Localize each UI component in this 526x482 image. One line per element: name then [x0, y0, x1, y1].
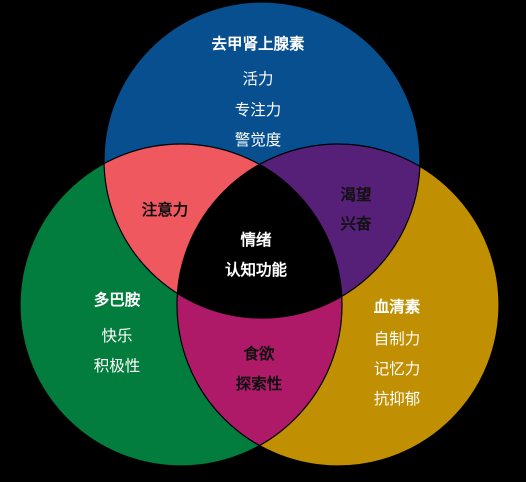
serotonin-item-antidepression: 抗抑郁	[374, 390, 421, 408]
serotonin-item-self-control: 自制力	[374, 330, 421, 348]
dopamine-title: 多巴胺	[94, 290, 141, 309]
overlap-center-label-1: 情绪	[240, 230, 272, 249]
norepinephrine-item-alertness: 警觉度	[235, 131, 282, 149]
norepinephrine-item-energy: 活力	[242, 70, 273, 88]
overlap-left-right-label-2: 探索性	[236, 374, 283, 393]
norepinephrine-title: 去甲肾上腺素	[211, 34, 305, 53]
serotonin-title: 血清素	[374, 297, 421, 316]
circle-outline-left	[19, 143, 343, 467]
overlap-center-label-2: 认知功能	[225, 260, 288, 279]
overlap-top-right-label-1: 渴望	[340, 185, 371, 204]
serotonin-item-memory: 记忆力	[374, 360, 421, 378]
dopamine-item-pleasure: 快乐	[101, 327, 132, 345]
circle-outline-right	[176, 143, 500, 467]
circle-outline-top	[103, 1, 421, 319]
overlap-top-right-label-2: 兴奋	[340, 214, 372, 233]
norepinephrine-item-focus: 专注力	[235, 101, 282, 119]
dopamine-item-motivation: 积极性	[94, 357, 141, 375]
overlap-left-right-label-1: 食欲	[242, 344, 275, 363]
overlap-top-left-label: 注意力	[142, 200, 189, 219]
